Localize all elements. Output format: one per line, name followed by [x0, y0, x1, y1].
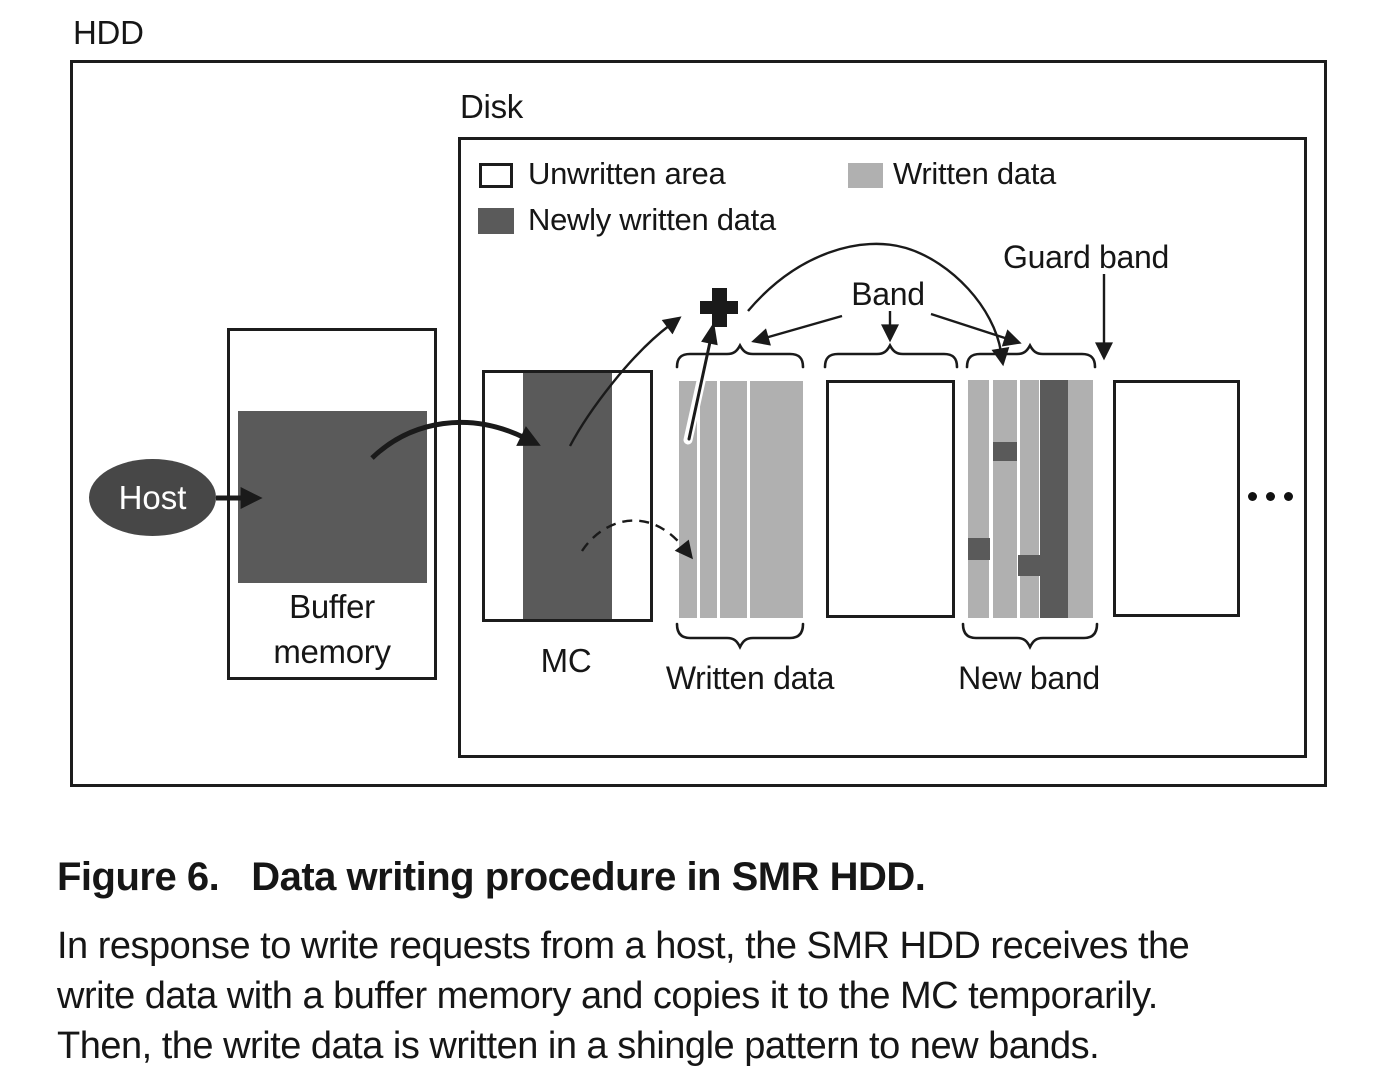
- dot-icon: [1284, 492, 1293, 501]
- band-unwritten-2: [1113, 380, 1240, 617]
- written-track: [679, 381, 697, 618]
- legend-label-unwritten-area: Unwritten area: [528, 156, 726, 191]
- legend-swatch-unwritten-area: [479, 163, 513, 188]
- host-label: Host: [118, 478, 187, 516]
- band-new: [968, 380, 1093, 618]
- caption-line: Then, the write data is written in a shi…: [57, 1025, 1100, 1067]
- newly-written-block: [968, 538, 990, 560]
- hdd-label: HDD: [73, 14, 144, 51]
- band-unwritten-1: [826, 380, 955, 618]
- dot-icon: [1266, 492, 1275, 501]
- figure-title-text: Data writing procedure in SMR HDD.: [251, 855, 926, 899]
- written-track: [700, 381, 717, 618]
- written-track: [993, 380, 1017, 618]
- caption-line: In response to write requests from a hos…: [57, 925, 1190, 967]
- written-track: [720, 381, 747, 618]
- written-track: [750, 381, 803, 618]
- buffer-memory-label-line1: Buffer: [289, 588, 375, 625]
- new-band-label: New band: [958, 660, 1100, 696]
- legend-swatch-newly-written-data: [478, 208, 514, 234]
- legend-label-newly-written-data: Newly written data: [528, 202, 776, 237]
- mc-label: MC: [540, 642, 592, 679]
- disk-label: Disk: [460, 88, 523, 125]
- buffer-memory-label-line2: memory: [273, 633, 391, 670]
- written-track: [1068, 380, 1093, 618]
- mc-box: [482, 370, 653, 622]
- written-data-label: Written data: [665, 660, 835, 696]
- written-track: [968, 380, 989, 618]
- newly-written-block: [993, 442, 1017, 461]
- buffer-memory-label: Buffer memory: [227, 584, 437, 674]
- figure-caption-title: Figure 6. Data writing procedure in SMR H…: [57, 855, 926, 900]
- legend-swatch-written-data: [848, 163, 883, 188]
- figure-caption-body: In response to write requests from a hos…: [57, 921, 1190, 1071]
- dot-icon: [1248, 492, 1257, 501]
- band-label: Band: [851, 276, 925, 312]
- host-node: Host: [89, 459, 216, 536]
- legend-label-written-data: Written data: [893, 156, 1056, 191]
- written-track: [1020, 380, 1039, 618]
- band-written-data: [679, 381, 803, 618]
- caption-line: write data with a buffer memory and copi…: [57, 975, 1158, 1017]
- buffer-data-fill: [238, 411, 427, 583]
- mc-data-stripe: [523, 373, 612, 619]
- newly-written-block: [1018, 555, 1040, 576]
- newly-written-track: [1040, 380, 1068, 618]
- guard-band-label: Guard band: [1003, 239, 1170, 275]
- figure-number: Figure 6.: [57, 855, 220, 899]
